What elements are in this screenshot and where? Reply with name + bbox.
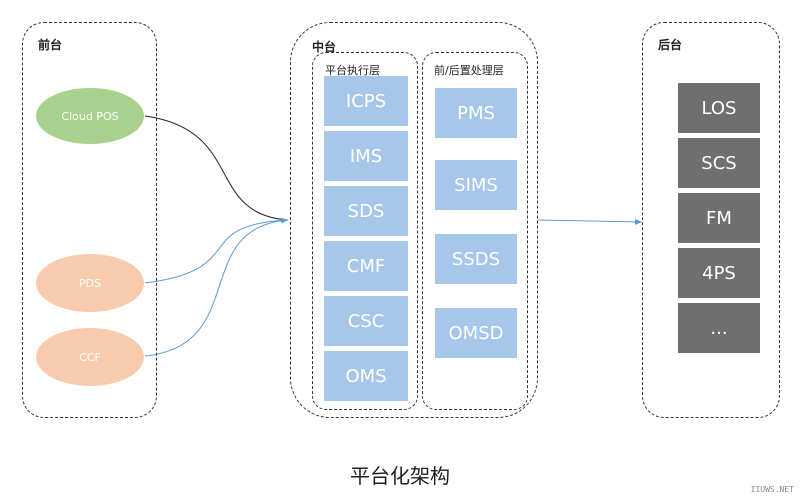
front-panel bbox=[22, 22, 157, 418]
processing-item-sims: SIMS bbox=[435, 160, 517, 210]
middle-panel bbox=[290, 22, 538, 418]
platform-item-oms: OMS bbox=[324, 351, 408, 401]
back-item-fm: FM bbox=[678, 193, 760, 243]
connector-pds-to-middle bbox=[144, 219, 289, 284]
watermark: IIUWS.NET bbox=[750, 485, 794, 494]
middle-panel-title: 中台 bbox=[312, 40, 337, 54]
processing-item-omsd: OMSD bbox=[435, 308, 517, 358]
platform-layer-title: 平台执行层 bbox=[325, 64, 380, 77]
back-panel-title: 后台 bbox=[658, 38, 683, 52]
processing-layer bbox=[422, 52, 528, 410]
processing-layer-title: 前/后置处理层 bbox=[434, 64, 504, 77]
ccf-node: CCF bbox=[36, 328, 144, 386]
back-item-los: LOS bbox=[678, 83, 760, 133]
platform-item-cmf: CMF bbox=[324, 241, 408, 291]
back-item-4ps: 4PS bbox=[678, 248, 760, 298]
processing-item-pms: PMS bbox=[435, 88, 517, 138]
diagram-caption: 平台化架构 bbox=[350, 464, 450, 488]
connector-cloudpos-to-middle bbox=[144, 115, 289, 221]
connector-middle-to-back bbox=[537, 218, 643, 225]
back-item-scs: SCS bbox=[678, 138, 760, 188]
pds-label: PDS bbox=[78, 276, 102, 290]
connector-ccf-to-middle bbox=[144, 217, 289, 357]
back-item-more: ... bbox=[678, 303, 760, 353]
cloud-pos-label: Cloud POS bbox=[61, 109, 119, 123]
processing-item-ssds: SSDS bbox=[435, 234, 517, 284]
platform-item-csc: CSC bbox=[324, 296, 408, 346]
pds-node: PDS bbox=[36, 254, 144, 312]
platform-item-icps: ICPS bbox=[324, 76, 408, 126]
front-panel-title: 前台 bbox=[38, 38, 63, 52]
cloud-pos-node: Cloud POS bbox=[36, 88, 144, 144]
platform-item-sds: SDS bbox=[324, 186, 408, 236]
back-panel bbox=[642, 22, 780, 418]
platform-item-ims: IMS bbox=[324, 131, 408, 181]
platform-layer bbox=[312, 52, 418, 410]
ccf-label: CCF bbox=[79, 350, 101, 364]
